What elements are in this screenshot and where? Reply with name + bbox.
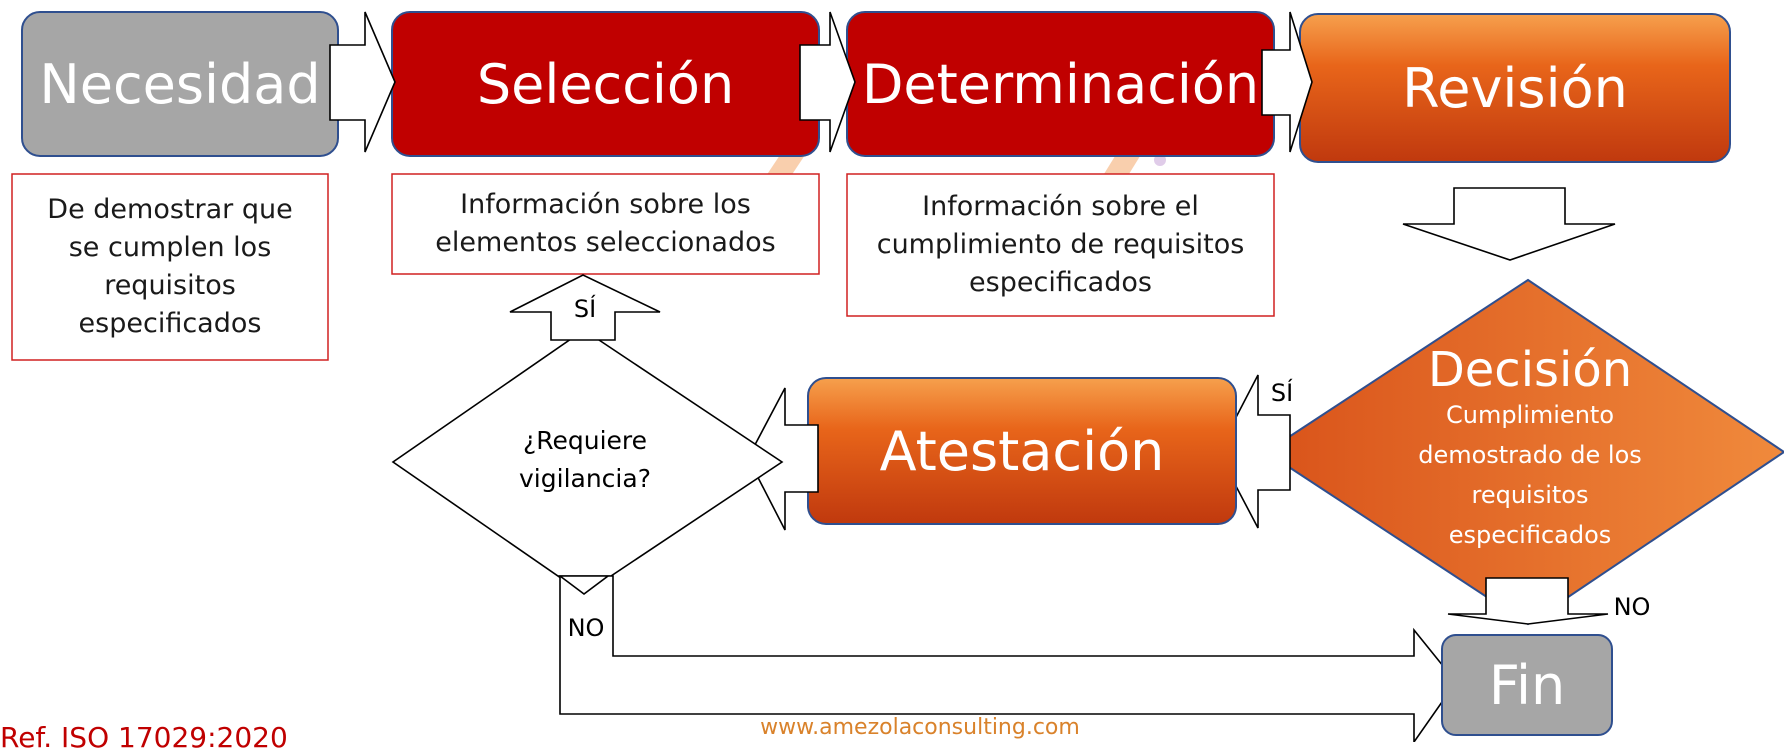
necesidad-note-box [11, 173, 329, 361]
necesidad-note: De demostrar que se cumplen los requisit… [47, 194, 293, 339]
si-top-label: SÍ [573, 295, 597, 323]
revision-title: Revisión [1402, 56, 1628, 120]
atestacion-title: Atestación [879, 419, 1165, 483]
question-text: ¿Requiere vigilancia? [519, 426, 651, 493]
arrow-decision-atestacion [1217, 374, 1291, 529]
determinacion-note-box [846, 173, 1275, 317]
determinacion-title: Determinación [861, 52, 1260, 116]
no-right-label: NO [1613, 593, 1651, 621]
necesidad-title: Necesidad [39, 52, 321, 116]
no-left-label: NO [567, 614, 605, 642]
seleccion-note-box [391, 173, 820, 275]
arrow-seleccion-determinacion [799, 11, 856, 153]
arrow-question-fin [559, 575, 1458, 742]
arrow-atestacion-question [747, 387, 819, 531]
arrow-question-seleccion [509, 274, 661, 341]
reference-text: Ref. ISO 17029:2020 [0, 720, 288, 754]
seleccion-note: Información sobre los elementos seleccio… [435, 189, 776, 258]
arrow-revision-decision [1402, 187, 1616, 261]
fin-box [1441, 634, 1613, 736]
arrow-necesidad-seleccion [329, 11, 396, 153]
arrow-decision-fin [1447, 577, 1609, 625]
decision-note: Cumplimiento demostrado de los requisito… [1418, 401, 1642, 549]
seleccion-title: Selección [476, 52, 735, 116]
si-right-label: SÍ [1270, 379, 1294, 407]
decision-title: Decisión [1427, 342, 1633, 398]
fin-title: Fin [1488, 653, 1566, 717]
determinacion-note: Información sobre el cumplimiento de req… [876, 191, 1245, 298]
website-link[interactable]: www.amezolaconsulting.com [760, 714, 1080, 740]
arrow-determinacion-revision [1261, 11, 1313, 153]
arrow-question-fin-tip [557, 575, 611, 595]
